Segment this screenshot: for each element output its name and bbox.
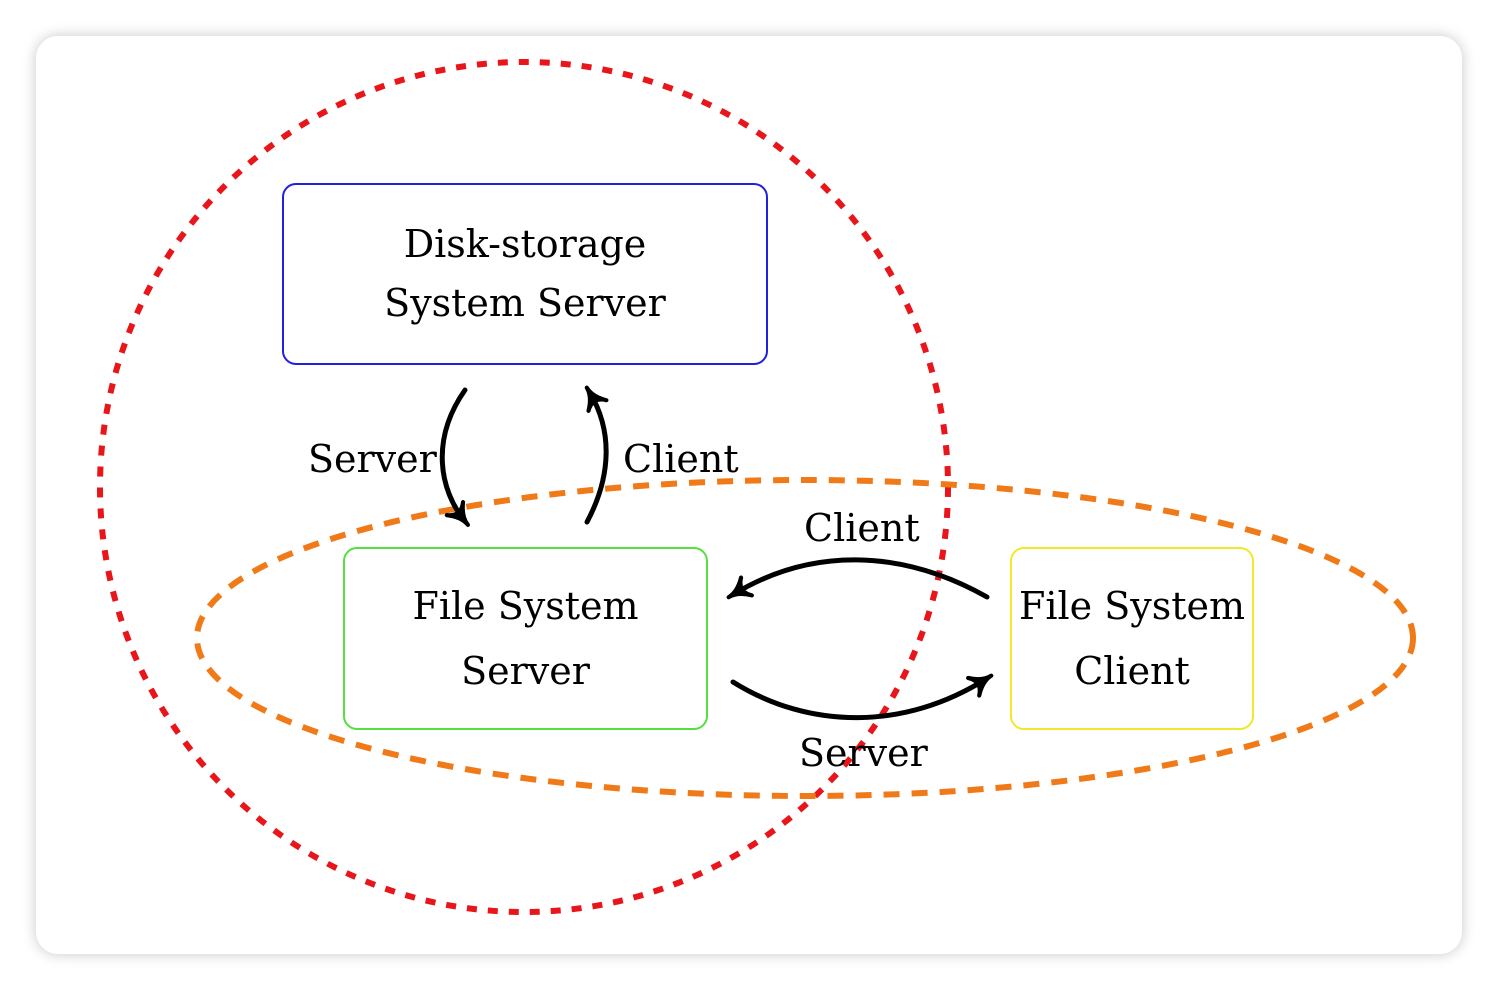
arrow-fss-to-disk [584, 385, 609, 525]
diagram-card [36, 36, 1462, 954]
edge-label-fss-to-fsc: Server [799, 731, 928, 775]
edge-label-fsc-to-fss: Client [804, 506, 920, 550]
edge-label-fss-to-disk: Client [623, 437, 739, 481]
node-label-line-1: File System [1018, 583, 1246, 628]
arrow-fsc-to-fss [726, 557, 990, 600]
arrow-fss-to-fsc [730, 673, 994, 721]
node-label-line-1: Disk-storage [403, 222, 647, 267]
file-system-group-outline [194, 477, 1416, 799]
node-label-line-2: Client [1074, 648, 1190, 693]
arrow-disk-to-fss [439, 387, 470, 527]
disk-storage-server-node: Disk-storage System Server [282, 183, 768, 365]
file-system-client-node: File System Client [1010, 547, 1254, 730]
node-label-line-1: File System [412, 583, 639, 628]
node-label-line-2: Server [461, 648, 590, 693]
edge-label-disk-to-fss: Server [308, 437, 437, 481]
node-label-line-2: System Server [384, 281, 666, 325]
file-system-server-node: File System Server [343, 547, 708, 730]
